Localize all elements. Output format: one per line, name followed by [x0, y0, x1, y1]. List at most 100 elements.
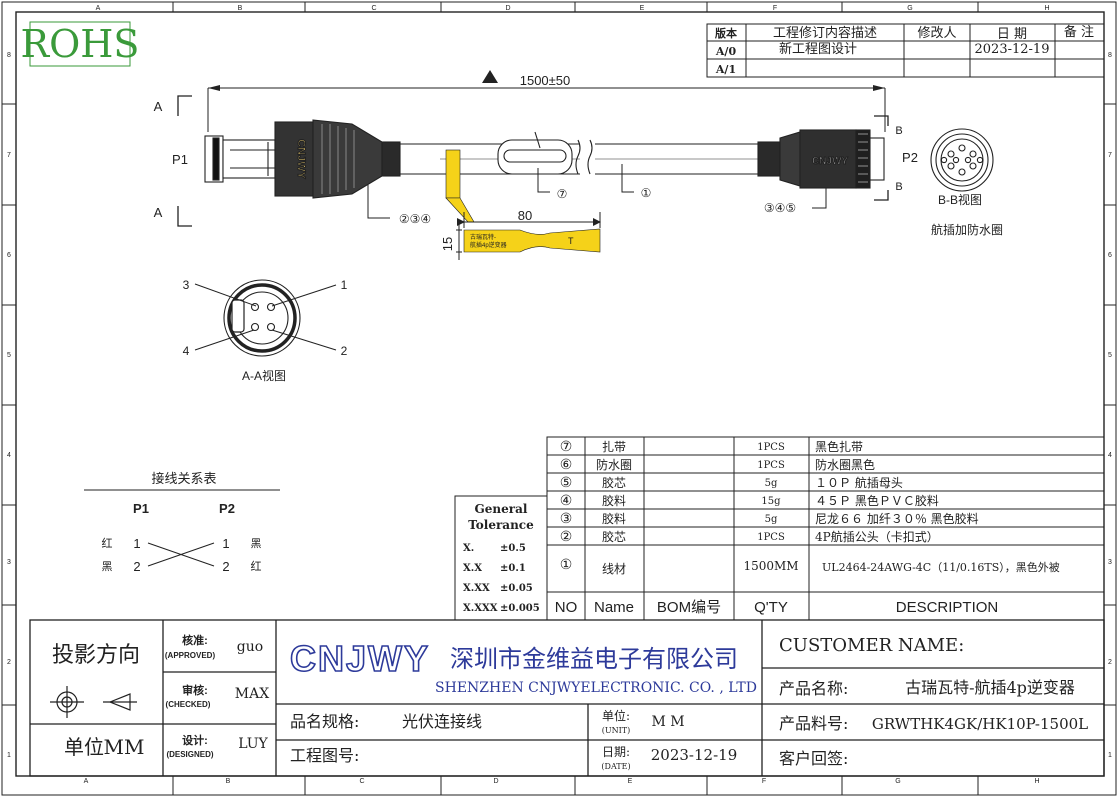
label-width-dimension: 80 — [518, 208, 532, 223]
approved-name: guo — [237, 639, 263, 655]
tolerance-box: General Tolerance X. ±0.5 X.X ±0.1 X.XX … — [454, 495, 548, 621]
product-name-label: 产品名称: — [779, 679, 848, 698]
zone-col-bottom: G — [895, 778, 900, 785]
bom-name: 胶芯 — [602, 475, 626, 490]
bom-description: UL2464-24AWG-4C（11/0.16TS），黑色外被 — [822, 560, 1060, 574]
section-a-label-bottom: A — [154, 205, 163, 220]
bom-no: ① — [560, 557, 573, 573]
callout-p2-parts: ③④⑤ — [764, 201, 796, 215]
checked-name: MAX — [235, 686, 269, 702]
callout-p1-parts: ②③④ — [399, 212, 431, 226]
zone-col-top: C — [371, 5, 376, 12]
wiring-pin-right: 2 — [222, 559, 229, 574]
rev-cell: A/0 — [715, 45, 737, 58]
p2-label: P2 — [902, 150, 918, 165]
zone-col-top: E — [640, 5, 645, 12]
cable-label: 古瑞瓦特- 航插4p逆变器 T — [445, 149, 601, 253]
zone-row-left: 3 — [7, 559, 11, 566]
designed-label-en: (DESIGNED) — [166, 750, 213, 759]
date-field-label-en: (DATE) — [601, 762, 630, 771]
bom-name: 防水圈 — [596, 457, 632, 472]
zone-col-bottom: F — [762, 778, 766, 785]
bom-header: Name — [594, 599, 634, 616]
bom-no: ③ — [560, 511, 573, 527]
leader-lines — [367, 164, 827, 219]
p1-brand-mark: CNJWY — [295, 139, 307, 179]
zone-row-left: 8 — [7, 52, 11, 59]
rev-header: 日 期 — [997, 27, 1027, 42]
tolerance-value: ±0.05 — [500, 583, 533, 594]
section-a-label-top: A — [154, 99, 163, 114]
bom-qty: 15g — [761, 496, 781, 507]
projection-label: 投影方向 — [52, 643, 140, 668]
bom-header: NO — [555, 599, 578, 616]
zone-col-top: D — [505, 5, 510, 12]
checked-label: 审核: — [182, 683, 208, 697]
rev-header: 修改人 — [917, 26, 956, 41]
company-logo: CNJWY — [290, 638, 430, 679]
part-no-value: GRWTHK4GK/HK10P-1500L — [872, 715, 1088, 733]
aa-view — [194, 279, 337, 357]
date-field-value: 2023-12-19 — [651, 746, 737, 764]
date-field-label: 日期: — [602, 745, 630, 759]
label-dimensions — [456, 212, 601, 260]
zone-row-right: 7 — [1108, 152, 1112, 159]
zone-col-top: A — [96, 5, 101, 12]
designed-label: 设计: — [182, 733, 208, 747]
bom-description: 黑色扎带 — [815, 440, 863, 454]
bom-no: ⑦ — [560, 439, 573, 455]
unit-label: 单位 — [64, 735, 104, 759]
bom-description: １０Ｐ 航插母头 — [815, 475, 903, 490]
wiring-pin-left: 1 — [133, 536, 140, 551]
p2-brand-mark: CNJWY — [812, 156, 848, 167]
p1-connector: CNJWY — [204, 119, 401, 199]
length-dimension-text: 1500±50 — [520, 73, 571, 88]
zone-col-top: B — [238, 5, 243, 12]
title-block: 投影方向 单位 MM 核准: (APPROVED) guo 审核: (CHECK… — [29, 619, 1105, 777]
zone-row-left: 5 — [7, 352, 11, 359]
tolerance-key: X.XXX — [463, 603, 498, 614]
approved-label-en: (APPROVED) — [165, 651, 216, 660]
drawing-no-label: 工程图号: — [290, 746, 359, 765]
zone-col-bottom: E — [628, 778, 633, 785]
bom-description: 4P航插公头（卡扣式） — [815, 529, 939, 544]
bom-name: 胶料 — [602, 493, 626, 508]
callout-wire: ① — [641, 186, 652, 200]
aa-pin-3: 3 — [183, 278, 190, 292]
wiring-color-right: 红 — [251, 560, 262, 573]
unit-value: MM — [104, 735, 145, 759]
tolerance-value: ±0.5 — [500, 543, 526, 554]
bom-description: 防水圈黑色 — [815, 457, 875, 472]
wiring-table: 接线关系表 P1 P2 红 1 1 黑 黑 2 2 红 — [84, 471, 280, 574]
tolerance-key: X.XX — [463, 583, 490, 594]
bom-qty: 1PCS — [757, 460, 785, 471]
revision-table: 版本 工程修订内容描述 修改人 日 期 备 注 A/0 新工程图设计 2023-… — [706, 23, 1105, 78]
bom-header: Q'TY — [754, 599, 788, 616]
p1-label: P1 — [172, 152, 188, 167]
wiring-color-left: 红 — [102, 537, 113, 550]
rev-header: 版本 — [715, 26, 737, 40]
zone-col-bottom: D — [493, 778, 498, 785]
wiring-p2-header: P2 — [219, 501, 235, 516]
zone-row-right: 4 — [1108, 452, 1112, 459]
section-a-markers — [177, 95, 192, 227]
spec-label: 品名规格: — [290, 712, 359, 731]
bom-name: 线材 — [602, 562, 626, 576]
unit-field-label: 单位: — [602, 708, 630, 723]
designed-name: LUY — [238, 736, 268, 752]
aa-pin-1: 1 — [341, 278, 348, 292]
section-b-label-bottom: B — [895, 181, 902, 193]
zone-row-right: 2 — [1108, 659, 1112, 666]
triangle-icon — [482, 70, 498, 83]
bom-name: 扎带 — [602, 440, 626, 454]
bom-header: BOM编号 — [657, 599, 721, 616]
zone-row-left: 7 — [7, 152, 11, 159]
bom-description: ４５Ｐ 黑色ＰＶＣ胶料 — [815, 493, 939, 508]
company-name-en: SHENZHEN CNJWYELECTRONIC. CO. , LTD — [435, 680, 757, 696]
rev-cell: 新工程图设计 — [779, 41, 857, 57]
part-no-label: 产品料号: — [779, 714, 848, 733]
bom-qty: 1PCS — [757, 442, 785, 453]
